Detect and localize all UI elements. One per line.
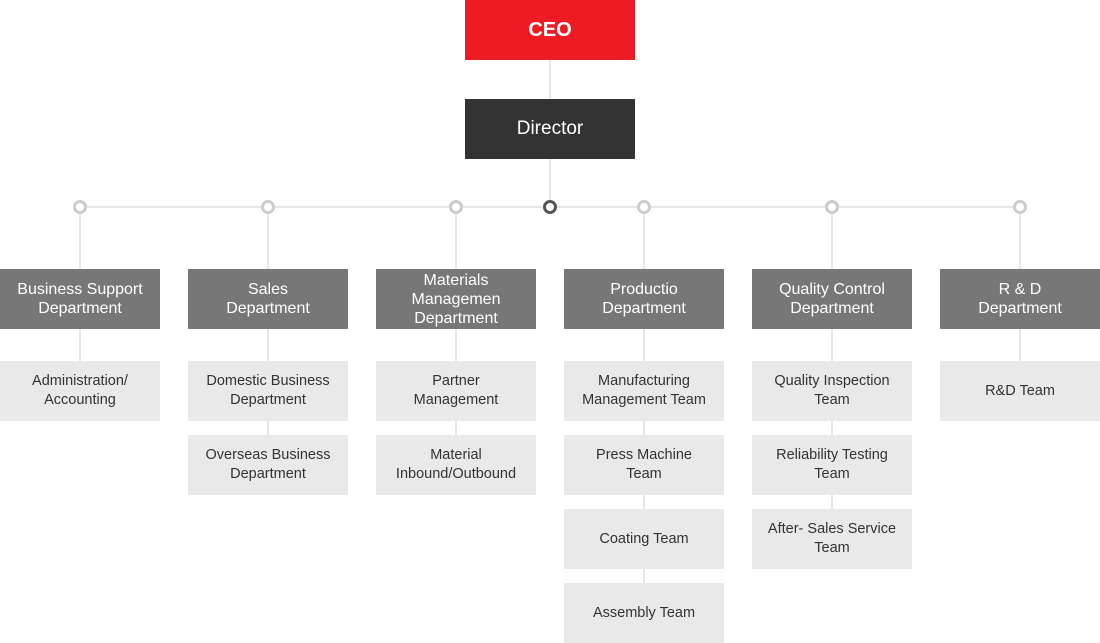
- department-box: Quality Control Department: [752, 269, 912, 329]
- team-box: Manufacturing Management Team: [564, 361, 724, 421]
- department-box: R & D Department: [940, 269, 1100, 329]
- team-box: Coating Team: [564, 509, 724, 569]
- bus-node: [1013, 200, 1027, 214]
- department-box: Materials Managemen Department: [376, 269, 536, 329]
- bus-node: [825, 200, 839, 214]
- bus-node: [637, 200, 651, 214]
- bus-node: [261, 200, 275, 214]
- ceo-box: CEO: [465, 0, 635, 60]
- team-box: After- Sales Service Team: [752, 509, 912, 569]
- department-box: Business Support Department: [0, 269, 160, 329]
- team-box: Press Machine Team: [564, 435, 724, 495]
- bus-node: [449, 200, 463, 214]
- team-box: Material Inbound/Outbound: [376, 435, 536, 495]
- team-box: R&D Team: [940, 361, 1100, 421]
- department-box: Productio Department: [564, 269, 724, 329]
- team-box: Quality Inspection Team: [752, 361, 912, 421]
- team-box: Assembly Team: [564, 583, 724, 643]
- department-box: Sales Department: [188, 269, 348, 329]
- bus-node: [73, 200, 87, 214]
- team-box: Partner Management: [376, 361, 536, 421]
- director-box: Director: [465, 99, 635, 159]
- center-node: [543, 200, 557, 214]
- team-box: Domestic Business Department: [188, 361, 348, 421]
- team-box: Administration/ Accounting: [0, 361, 160, 421]
- team-box: Overseas Business Department: [188, 435, 348, 495]
- team-box: Reliability Testing Team: [752, 435, 912, 495]
